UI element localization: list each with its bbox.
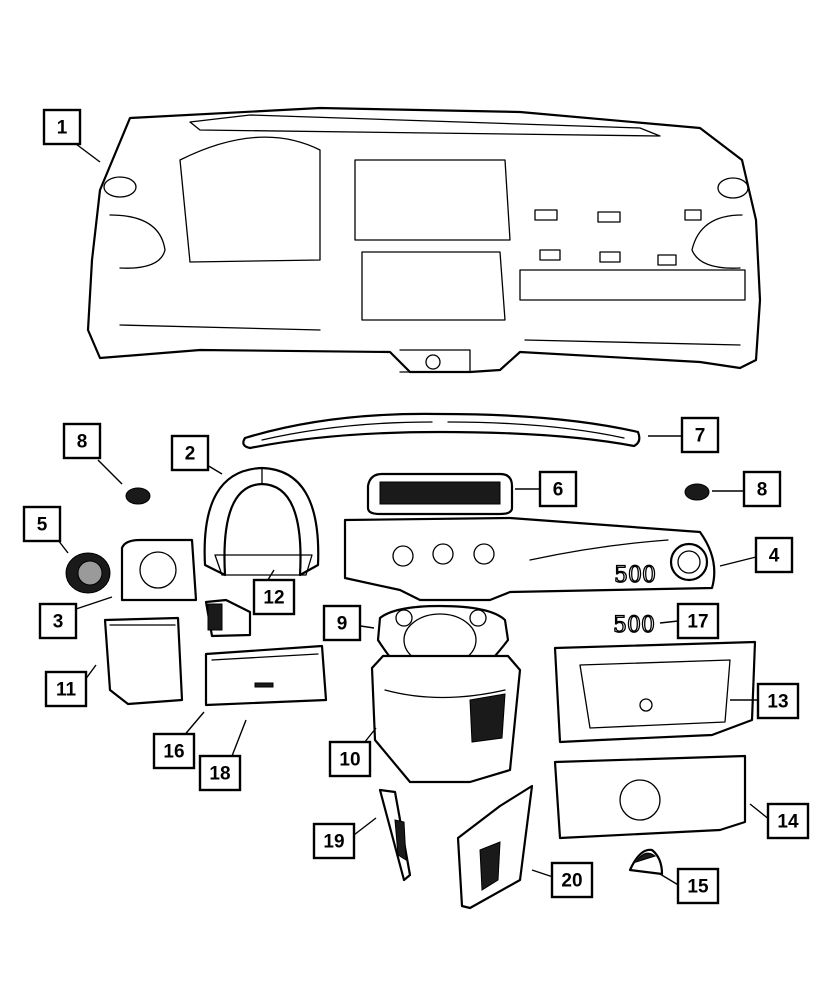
svg-text:11: 11	[56, 680, 77, 701]
part-badge: 500	[612, 612, 655, 638]
callout-14: 14	[766, 802, 810, 840]
part-instrument-panel-assembly	[86, 106, 762, 374]
part-console-side-right	[456, 784, 534, 910]
part-console-side-left	[378, 788, 412, 882]
svg-text:1: 1	[57, 118, 68, 139]
callout-6: 6	[538, 470, 578, 508]
callout-13: 13	[756, 682, 800, 720]
svg-text:15: 15	[687, 877, 709, 898]
svg-text:10: 10	[339, 750, 360, 771]
part-left-vent-bezel	[120, 538, 198, 602]
part-defroster-duct	[242, 412, 641, 450]
callout-20: 20	[550, 861, 594, 899]
svg-text:9: 9	[337, 614, 348, 635]
svg-text:18: 18	[209, 764, 230, 785]
svg-text:8: 8	[77, 432, 88, 453]
callout-15: 15	[676, 867, 720, 905]
badge-lettering-on-panel: 500	[614, 563, 656, 588]
callout-1: 1	[42, 108, 82, 146]
svg-text:3: 3	[53, 612, 64, 633]
svg-text:7: 7	[695, 426, 706, 447]
svg-text:19: 19	[323, 832, 344, 853]
part-glove-box-door	[553, 754, 747, 840]
callout-8-left: 8	[62, 422, 102, 460]
svg-text:14: 14	[777, 812, 799, 833]
svg-text:4: 4	[769, 546, 780, 567]
svg-text:13: 13	[767, 692, 788, 713]
part-knee-bolster	[204, 644, 328, 707]
part-speaker	[65, 552, 111, 594]
part-center-vent	[366, 472, 514, 516]
callout-19: 19	[312, 822, 356, 860]
callout-4: 4	[754, 536, 794, 574]
svg-text:17: 17	[687, 612, 708, 633]
callout-18: 18	[198, 754, 242, 792]
part-latch	[628, 848, 664, 876]
callout-7: 7	[680, 416, 720, 454]
svg-text:8: 8	[757, 480, 768, 501]
part-left-lower-panel	[103, 616, 184, 706]
svg-text:16: 16	[163, 742, 184, 763]
callout-16: 16	[152, 732, 196, 770]
callout-17: 17	[676, 602, 720, 640]
badge-lettering: 500	[613, 613, 655, 638]
leader-lines	[57, 140, 771, 887]
callout-9: 9	[322, 604, 362, 642]
svg-text:20: 20	[561, 871, 582, 892]
part-center-console	[370, 654, 522, 784]
part-switch-bracket	[204, 598, 252, 638]
callout-12: 12	[252, 578, 296, 616]
svg-text:5: 5	[37, 515, 48, 536]
callout-11: 11	[44, 670, 88, 708]
callout-2: 2	[170, 434, 210, 472]
svg-text:2: 2	[185, 444, 196, 465]
svg-text:12: 12	[263, 588, 284, 609]
callout-3: 3	[38, 602, 78, 640]
part-panel-cover: 500	[343, 516, 716, 602]
part-side-vent-right	[684, 483, 710, 501]
part-cluster-bezel	[203, 466, 320, 577]
svg-text:6: 6	[553, 480, 564, 501]
part-glove-box-housing	[553, 640, 757, 744]
callout-8-right: 8	[742, 470, 782, 508]
part-side-vent-left	[125, 487, 151, 505]
callout-5: 5	[22, 505, 62, 543]
callout-10: 10	[328, 740, 372, 778]
